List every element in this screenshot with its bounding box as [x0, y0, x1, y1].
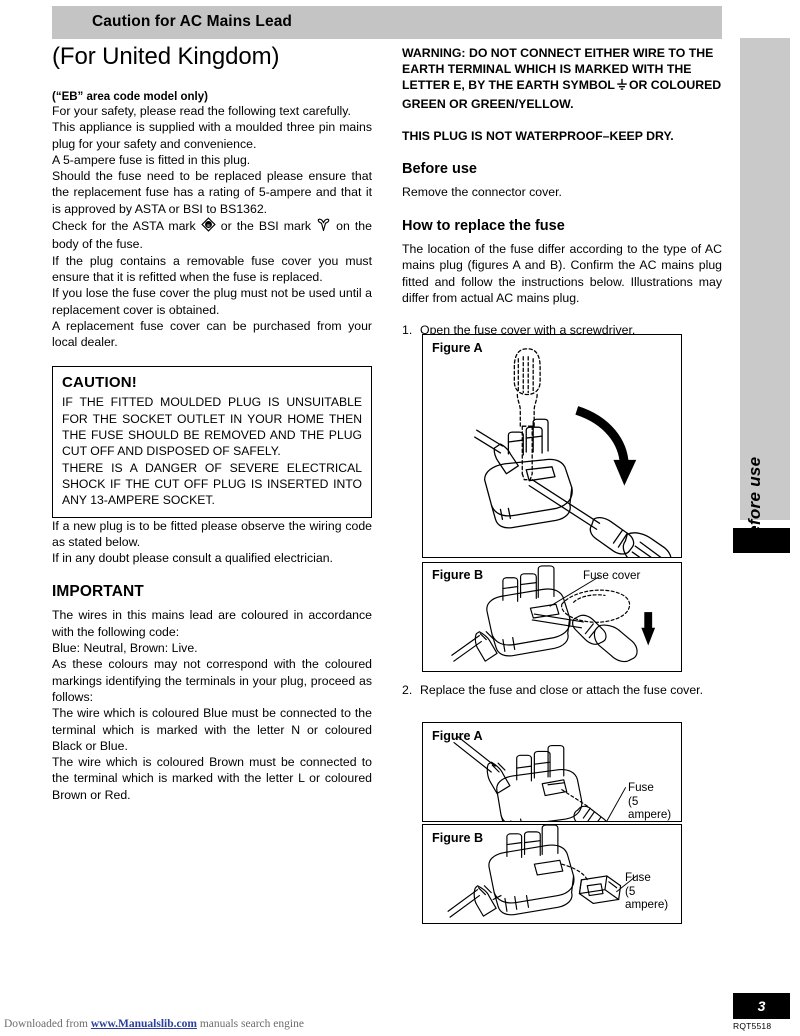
fuse-caption-step2-b-line1: Fuse — [625, 871, 651, 884]
caution-box-line1: IF THE FITTED MOULDED PLUG IS UNSUITABLE… — [62, 395, 362, 459]
fuse-caption-step2-a-line2: (5 ampere) — [628, 794, 672, 822]
page-header-bar: Caution for AC Mains Lead — [52, 6, 722, 39]
figure-box-step1-b: Figure B Fuse cover — [422, 562, 682, 672]
figure-b-illustration-step2 — [447, 825, 637, 918]
paragraph-safety: For your safety, please read the followi… — [52, 104, 351, 118]
document-code: RQT5518 — [733, 1021, 772, 1031]
fuse-caption-step2-b-line2: (5 ampere) — [625, 884, 669, 912]
step-1-number: 1. — [402, 323, 413, 338]
manualslib-link[interactable]: www.Manualslib.com — [90, 1018, 197, 1030]
figure-b-label-step2: Figure B — [432, 831, 484, 845]
warning-text-part1: WARNING: DO NOT CONNECT EITHER WIRE TO T… — [402, 46, 714, 93]
paragraph-appliance-line1: This appliance is supplied with a moulde… — [52, 120, 372, 151]
caution-box-line2: THERE IS A DANGER OF SEVERE ELECTRICAL S… — [62, 460, 362, 508]
figure-b-illustration-step1 — [451, 565, 656, 663]
caution-box: CAUTION! IF THE FITTED MOULDED PLUG IS U… — [52, 366, 372, 518]
fuse-cover-caption: Fuse cover — [583, 569, 641, 582]
caution-box-title: CAUTION! — [62, 374, 137, 392]
before-use-heading: Before use — [402, 160, 477, 177]
paragraph-wires-line3: As these colours may not correspond with… — [52, 657, 372, 704]
important-heading: IMPORTANT — [52, 583, 144, 601]
download-note-suffix: manuals search engine — [199, 1018, 304, 1030]
figure-a-illustration-step1 — [474, 348, 672, 557]
figure-a-label-step1: Figure A — [432, 341, 483, 355]
fuse-caption-step2-a: Fuse (5 ampere) — [628, 781, 681, 822]
paragraph-wires-line1: The wires in this mains lead are coloure… — [52, 608, 372, 639]
figure-box-step2-b: Figure B Fuse (5 ampere) — [422, 824, 682, 924]
side-tab-black-block — [733, 528, 790, 553]
how-to-replace-fuse-heading: How to replace the fuse — [402, 218, 565, 235]
earth-symbol-icon — [615, 78, 629, 95]
how-to-replace-fuse-text: The location of the fuse differ accordin… — [402, 242, 722, 305]
figure-box-step2-a: Figure A Fuse (5 ampere) — [422, 722, 682, 822]
paragraph-wires-line2: Blue: Neutral, Brown: Live. — [52, 641, 198, 656]
waterproof-warning: THIS PLUG IS NOT WATERPROOF–KEEP DRY. — [402, 128, 674, 143]
svg-text:m: m — [206, 223, 210, 228]
step-2-text: Replace the fuse and close or attach the… — [420, 683, 704, 697]
step-2-number: 2. — [402, 683, 413, 697]
paragraph-fusecover-line2: If you lose the fuse cover the plug must… — [52, 286, 372, 317]
asta-text-before: Check for the ASTA mark — [52, 219, 196, 234]
area-code-note: (“EB” area code model only) — [52, 91, 208, 103]
figure-a-illustration-step2 — [453, 736, 626, 821]
right-column: WARNING: DO NOT CONNECT EITHER WIRE TO T… — [402, 45, 722, 339]
paragraph-newplug-line1: If a new plug is to be fitted please obs… — [52, 518, 372, 549]
warning-paragraph: WARNING: DO NOT CONNECT EITHER WIRE TO T… — [402, 45, 722, 112]
asta-mark-icon: m — [200, 217, 216, 236]
paragraph-appliance-line2: A 5-ampere fuse is fitted in this plug. — [52, 152, 251, 167]
download-note-prefix: Downloaded from — [4, 1018, 88, 1030]
asta-text-after: on the body of the fuse. — [52, 219, 372, 252]
fuse-caption-step2-b: Fuse (5 ampere) — [625, 871, 681, 912]
step-2-container: 2. Replace the fuse and close or attach … — [402, 682, 722, 698]
step-1-text: Open the fuse cover with a screwdriver. — [420, 323, 636, 338]
figure-a-label-step2: Figure A — [432, 729, 483, 743]
document-title: (For United Kingdom) — [52, 43, 280, 70]
paragraph-newplug-line2: If in any doubt please consult a qualifi… — [52, 551, 333, 566]
warning-text-part2: OR COLOURED GREEN OR GREEN/YELLOW. — [402, 78, 722, 111]
paragraph-fusecover-line1: If the plug contains a removable fuse co… — [52, 253, 372, 284]
step-2: 2. Replace the fuse and close or attach … — [402, 682, 722, 698]
before-use-text: Remove the connector cover. — [402, 184, 562, 199]
fuse-caption-step2-a-line1: Fuse — [628, 781, 654, 794]
download-source-note: Downloaded from www.Manualslib.com manua… — [4, 1018, 304, 1030]
bsi-text-before: or the BSI mark — [220, 219, 312, 234]
paragraph-wires-line5: The wire which is coloured Brown must be… — [52, 755, 372, 802]
figure-b-label-step1: Figure B — [432, 568, 484, 582]
paragraph-appliance-line3: Should the fuse need to be replaced plea… — [52, 169, 372, 216]
paragraph-fusecover-line3: A replacement fuse cover can be purchase… — [52, 318, 372, 350]
paragraph-appliance-line4: Check for the ASTA mark m or the BSI mar… — [52, 217, 372, 253]
page-header-title: Caution for AC Mains Lead — [92, 13, 292, 30]
figure-box-step1-a: Figure A — [422, 334, 682, 558]
bsi-kitemark-icon — [316, 217, 331, 236]
page-number-box: 3 — [733, 993, 790, 1019]
paragraph-wires-line4: The wire which is coloured Blue must be … — [52, 706, 372, 753]
left-column: (For United Kingdom) (“EB” area code mod… — [52, 42, 372, 803]
side-tab-before-use[interactable]: Before use — [740, 38, 790, 547]
page-number: 3 — [757, 998, 766, 1014]
step-1: 1. Open the fuse cover with a screwdrive… — [402, 322, 722, 338]
